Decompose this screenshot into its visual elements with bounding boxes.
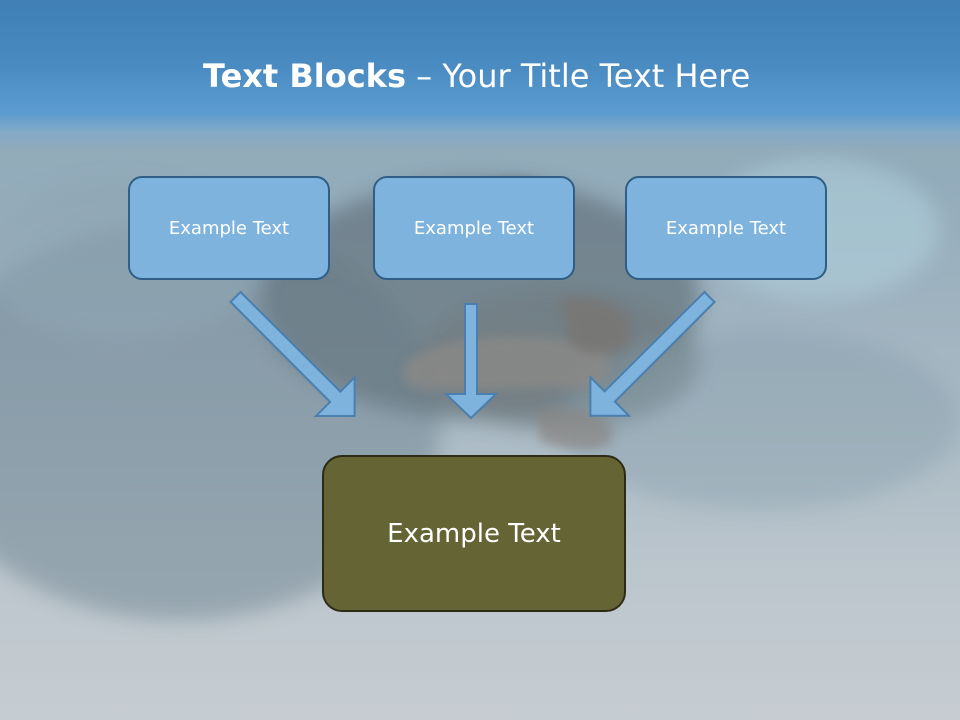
title-dash: – — [416, 57, 433, 95]
title-bold-part: Text Blocks — [203, 57, 406, 95]
slide-title: Text Blocks – Your Title Text Here — [203, 54, 923, 98]
title-band — [0, 0, 960, 150]
top-text-box-1-label: Example Text — [168, 217, 290, 239]
top-text-box-2[interactable]: Example Text — [373, 176, 575, 280]
top-text-box-1[interactable]: Example Text — [128, 176, 330, 280]
bottom-text-box-label: Example Text — [387, 518, 561, 549]
bottom-text-box[interactable]: Example Text — [322, 455, 626, 612]
arrow-right-to-center — [589, 290, 716, 417]
top-text-box-3[interactable]: Example Text — [625, 176, 827, 280]
arrow-left-to-center — [229, 290, 356, 417]
title-rest: Your Title Text Here — [442, 57, 751, 95]
arrow-middle-down — [443, 303, 499, 420]
top-text-box-2-label: Example Text — [413, 217, 535, 239]
top-text-box-3-label: Example Text — [665, 217, 787, 239]
